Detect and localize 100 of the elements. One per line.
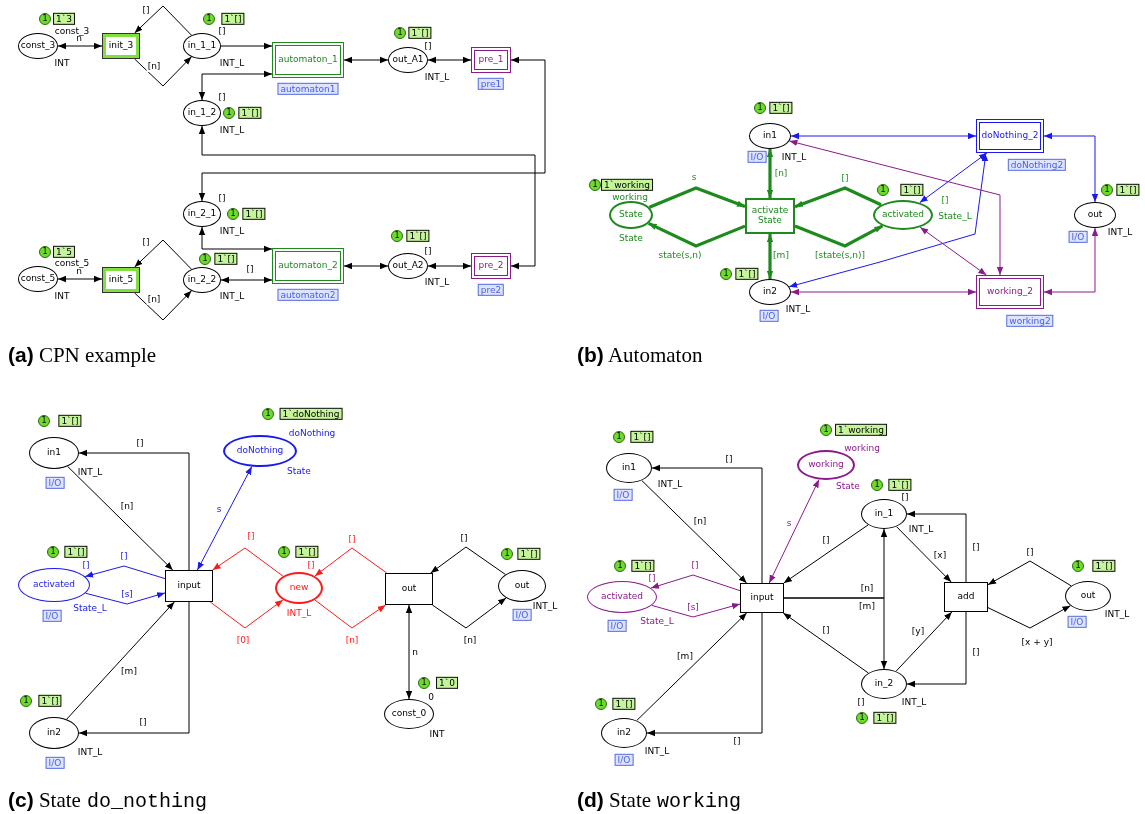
arc-inscription: [m] [676, 652, 694, 662]
arc-arrow [430, 546, 506, 575]
arc-inscription: n [75, 34, 83, 44]
arc-arrow [651, 464, 763, 584]
token-count-badge: 1 [20, 695, 32, 707]
arc-inscription: [] [840, 174, 850, 184]
arc-arrow [987, 560, 1072, 587]
arc-inscription: [] [971, 543, 981, 553]
place-annotation: working [612, 191, 648, 203]
arc-arrow [134, 5, 192, 36]
figure-caption: (d) State [577, 787, 652, 813]
token-count-badge: 1 [589, 179, 601, 191]
place-ellipse: const_5 [18, 266, 58, 292]
place-annotation: INT_L [424, 276, 450, 288]
arc-inscription: state(s,n) [657, 251, 703, 261]
tag-label: I/O [607, 619, 627, 633]
arc-arrow [314, 599, 387, 629]
place-ellipse: out [1074, 202, 1116, 228]
tag-label: pre1 [477, 77, 505, 91]
transition-box: input [740, 583, 784, 613]
arc-inscription: [] [141, 6, 151, 16]
place-annotation: INT [54, 290, 70, 302]
arc-arrow [783, 597, 888, 670]
place-annotation: [] [82, 559, 90, 571]
arc-arrow [314, 547, 388, 577]
arc-inscription: [] [732, 737, 742, 747]
arc-arrow [651, 603, 741, 618]
marking-label: 1`[] [769, 101, 793, 115]
arc-arrow [636, 612, 748, 721]
arc-inscription: [s] [686, 603, 700, 613]
place-annotation: [] [246, 263, 254, 275]
arc-inscription: s [785, 519, 793, 529]
arc-arrow [220, 42, 273, 50]
arc-inscription: [n] [859, 584, 875, 594]
tag-label: I/O [42, 609, 62, 623]
place-annotation: INT_L [219, 57, 245, 69]
token-count-badge: 1 [820, 424, 832, 436]
place-annotation: INT_L [219, 290, 245, 302]
place-ellipse: const_3 [18, 33, 58, 59]
arc-arrow [84, 565, 166, 580]
double-headed-arc [766, 149, 774, 198]
arc-arrow [641, 480, 748, 584]
place-annotation: INT [429, 728, 445, 740]
arc-inscription: [m] [858, 602, 876, 612]
arc-arrow [783, 524, 869, 584]
tag-label: I/O [759, 309, 779, 323]
token-count-badge: 1 [418, 677, 430, 689]
place-annotation: [] [648, 572, 656, 584]
token-count-badge: 1 [38, 415, 50, 427]
arc-inscription: s [690, 173, 698, 183]
tag-label: I/O [45, 476, 65, 490]
arc-inscription: [] [347, 535, 357, 545]
place-annotation: [] [218, 91, 226, 103]
arc-inscription: [state(s,n)] [813, 251, 867, 261]
marking-label: 1`[] [1092, 559, 1116, 573]
double-headed-arc [1043, 227, 1099, 296]
place-annotation: INT_L [781, 151, 807, 163]
token-count-badge: 1 [39, 13, 51, 25]
double-headed-arc [198, 125, 536, 270]
marking-label: 1`[] [631, 559, 655, 573]
token-count-badge: 1 [47, 546, 59, 558]
place-annotation: INT_L [1104, 608, 1130, 620]
token-count-badge: 1 [394, 27, 406, 39]
double-headed-arc [790, 288, 977, 296]
arc-arrow [648, 186, 746, 209]
place-annotation: State [836, 480, 860, 492]
figure-caption: (b) Automaton [577, 342, 703, 368]
place-annotation: INT_L [77, 746, 103, 758]
arc-inscription: [n] [344, 636, 360, 646]
double-headed-arc [220, 276, 273, 284]
marking-label: 1`[] [406, 229, 430, 243]
place-annotation: [] [218, 192, 226, 204]
arc-inscription: [n] [119, 502, 135, 512]
substitution-transition-box: automaton_1 [272, 42, 344, 78]
token-count-badge: 1 [754, 102, 766, 114]
marking-label: 1`[] [64, 545, 88, 559]
token-count-badge: 1 [501, 548, 513, 560]
double-headed-arc [343, 262, 389, 270]
token-count-badge: 1 [871, 479, 883, 491]
figure-caption: working [657, 789, 742, 813]
place-annotation: [] [218, 25, 226, 37]
token-count-badge: 1 [1072, 560, 1084, 572]
place-ellipse: doNothing [223, 435, 297, 467]
arc-inscription: [n] [146, 62, 162, 72]
arc-arrow [895, 611, 953, 672]
tag-label: doNothing2 [1007, 158, 1067, 172]
place-ellipse: in2 [29, 717, 79, 749]
marking-label: 1`working [835, 423, 887, 437]
marking-label: 1`[] [888, 478, 912, 492]
arc-inscription: [] [119, 552, 129, 562]
double-headed-arc [427, 56, 472, 64]
place-annotation: INT_L [908, 523, 934, 535]
figure-caption: (a) CPN example [8, 342, 157, 368]
place-ellipse: in_2 [861, 669, 907, 699]
place-ellipse: new [275, 572, 323, 604]
double-headed-arc [427, 262, 472, 270]
place-ellipse: in_2_2 [183, 267, 221, 293]
arc-arrow [782, 612, 869, 674]
arc-arrow [794, 186, 882, 209]
double-headed-arc [405, 604, 413, 700]
